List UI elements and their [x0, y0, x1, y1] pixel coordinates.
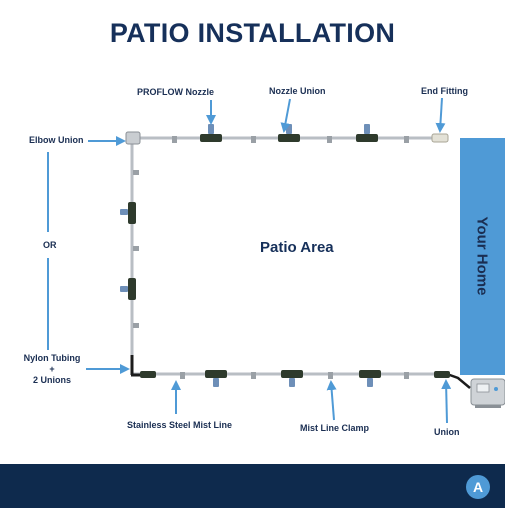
mist-line-clamp	[133, 246, 139, 251]
end-fitting	[431, 133, 449, 143]
arrow-end-fitting	[435, 97, 446, 133]
brand-logo-icon: A	[466, 475, 490, 499]
nozzle-union	[356, 134, 378, 142]
footer-bar	[0, 464, 505, 508]
mist-line-clamp	[133, 323, 139, 328]
label-nylon-line3: 2 Unions	[32, 375, 71, 385]
label-end-fitting: End Fitting	[421, 86, 468, 96]
mist-line-clamp	[327, 136, 332, 143]
label-stainless-steel-mist-line: Stainless Steel Mist Line	[127, 420, 233, 430]
home-wall	[460, 138, 505, 375]
proflow-nozzle	[208, 124, 214, 134]
nozzle-union	[128, 202, 136, 224]
proflow-nozzle	[120, 286, 128, 292]
bottom-clamps	[180, 372, 409, 379]
label-nylon-line2: +	[49, 364, 55, 374]
top-nozzles	[208, 124, 370, 134]
annotation-arrows	[47, 97, 452, 424]
nozzle-union	[205, 370, 227, 378]
proflow-nozzle	[213, 378, 219, 387]
nozzle-union	[278, 134, 300, 142]
bottom-nozzle-unions	[140, 370, 450, 387]
mist-line-clamp	[251, 372, 256, 379]
mist-line-clamp	[133, 170, 139, 175]
mist-line-clamp	[404, 136, 409, 143]
proflow-nozzle	[367, 378, 373, 387]
patio-area-label: Patio Area	[260, 239, 334, 256]
label-union: Union	[434, 427, 460, 437]
nozzle-union	[128, 278, 136, 300]
nozzle-union	[281, 370, 303, 378]
mist-line-clamp	[251, 136, 256, 143]
arrow-mist-line-clamp	[326, 380, 337, 421]
nozzle-union	[200, 134, 222, 142]
proflow-nozzle	[286, 124, 292, 134]
label-proflow-nozzle: PROFLOW Nozzle	[137, 87, 214, 97]
mist-line-clamp	[180, 372, 185, 379]
label-or: OR	[43, 240, 57, 250]
mist-line-clamp	[328, 372, 333, 379]
label-elbow-union: Elbow Union	[29, 135, 84, 145]
label-mist-line-clamp: Mist Line Clamp	[300, 423, 370, 433]
proflow-nozzle	[364, 124, 370, 134]
label-nozzle-union: Nozzle Union	[269, 86, 326, 96]
mist-line	[130, 136, 471, 389]
mist-line-clamp	[404, 372, 409, 379]
arrow-nozzle-union	[280, 98, 291, 133]
supply-tubing	[446, 372, 471, 389]
union	[434, 371, 450, 378]
left-clamps	[133, 170, 139, 328]
page-title: PATIO INSTALLATION	[109, 18, 396, 48]
mist-line-clamp	[172, 136, 177, 143]
union	[140, 371, 156, 378]
top-clamps	[172, 136, 409, 143]
label-nylon-tubing: Nylon Tubing + 2 Unions	[20, 353, 84, 386]
pump-unit-icon	[470, 378, 505, 408]
left-nozzle-unions	[120, 202, 136, 300]
top-nozzle-unions	[200, 134, 378, 142]
arrow-union	[441, 379, 452, 424]
proflow-nozzle	[120, 209, 128, 215]
label-nylon-line1: Nylon Tubing	[23, 353, 81, 363]
elbow-union-fitting	[125, 131, 141, 145]
nozzle-union	[359, 370, 381, 378]
proflow-nozzle	[289, 378, 295, 387]
